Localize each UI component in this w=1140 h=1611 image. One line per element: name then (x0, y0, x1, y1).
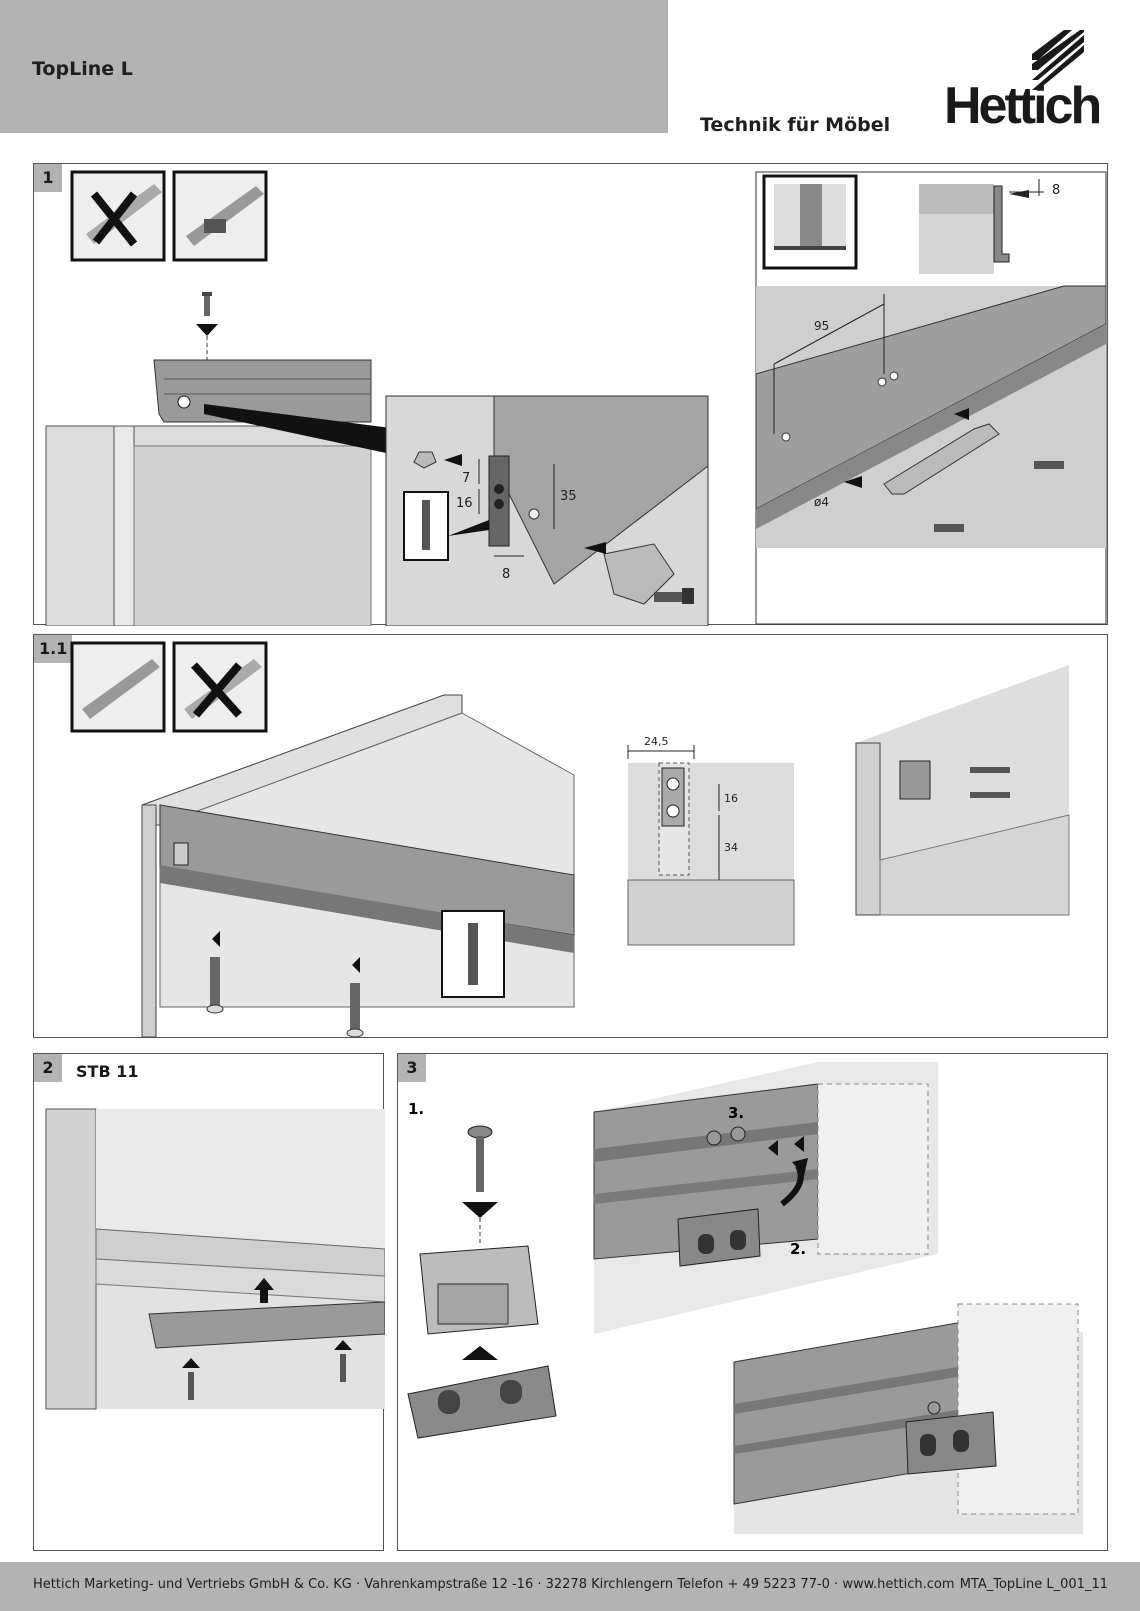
profile-section-icon (762, 174, 858, 270)
step-1-illustration: 7 16 35 8 8 95 ø4 (45, 170, 1107, 626)
step-3-number: 3 (398, 1054, 426, 1082)
logo-wordmark: Hettich (944, 77, 1102, 135)
tagline: Technik für Möbel (700, 114, 891, 136)
screw-icon (196, 292, 218, 360)
step-3-illustration: 1. 3. 2. (407, 1062, 1083, 1534)
logo-stripes-icon (1032, 30, 1084, 90)
screw-icon (346, 957, 364, 1038)
step-2-panel: 2 STB 11 (33, 1053, 385, 1551)
document-title: TopLine L (32, 58, 133, 80)
dim-7: 7 (462, 471, 470, 486)
thumb-wrong-icon (172, 641, 268, 733)
dim-35: 35 (560, 489, 577, 504)
step-1-panel: 1 (33, 163, 1108, 626)
step-3-sub-3: 3. (728, 1104, 744, 1122)
step-3-panel: 3 1. 3. 2. (397, 1053, 1108, 1551)
dim-16: 16 (724, 792, 738, 805)
dim-diameter-4: ø4 (814, 495, 829, 509)
step-1-1-panel: 1.1 (33, 634, 1108, 1038)
hettich-logo: Hettich (944, 30, 1110, 138)
step-2-label: STB 11 (76, 1062, 139, 1081)
footer: Hettich Marketing- und Vertriebs GmbH & … (0, 1562, 1140, 1611)
thumb-wrong-icon (70, 170, 166, 262)
footer-company-info: Hettich Marketing- und Vertriebs GmbH & … (33, 1577, 955, 1592)
screw-icon (206, 931, 224, 1014)
dim-8-top: 8 (1052, 183, 1060, 198)
dim-8: 8 (502, 567, 510, 582)
dim-95: 95 (814, 319, 829, 333)
thumb-correct-icon (70, 641, 166, 733)
step-1-1-illustration: 24,5 16 34 (70, 641, 1070, 1038)
step-1-1-number: 1.1 (34, 635, 73, 663)
header-band (0, 0, 668, 133)
step-1-number: 1 (34, 164, 62, 192)
dim-34: 34 (724, 841, 738, 854)
step-2-illustration (45, 1108, 385, 1410)
step-2-number: 2 (34, 1054, 62, 1082)
dim-24-5: 24,5 (644, 735, 669, 748)
thumb-correct-icon (172, 170, 268, 262)
dim-16: 16 (456, 496, 473, 511)
footer-document-code: MTA_TopLine L_001_11 (959, 1577, 1108, 1592)
step-3-sub-2: 2. (790, 1240, 806, 1258)
step-3-sub-1: 1. (408, 1100, 424, 1118)
